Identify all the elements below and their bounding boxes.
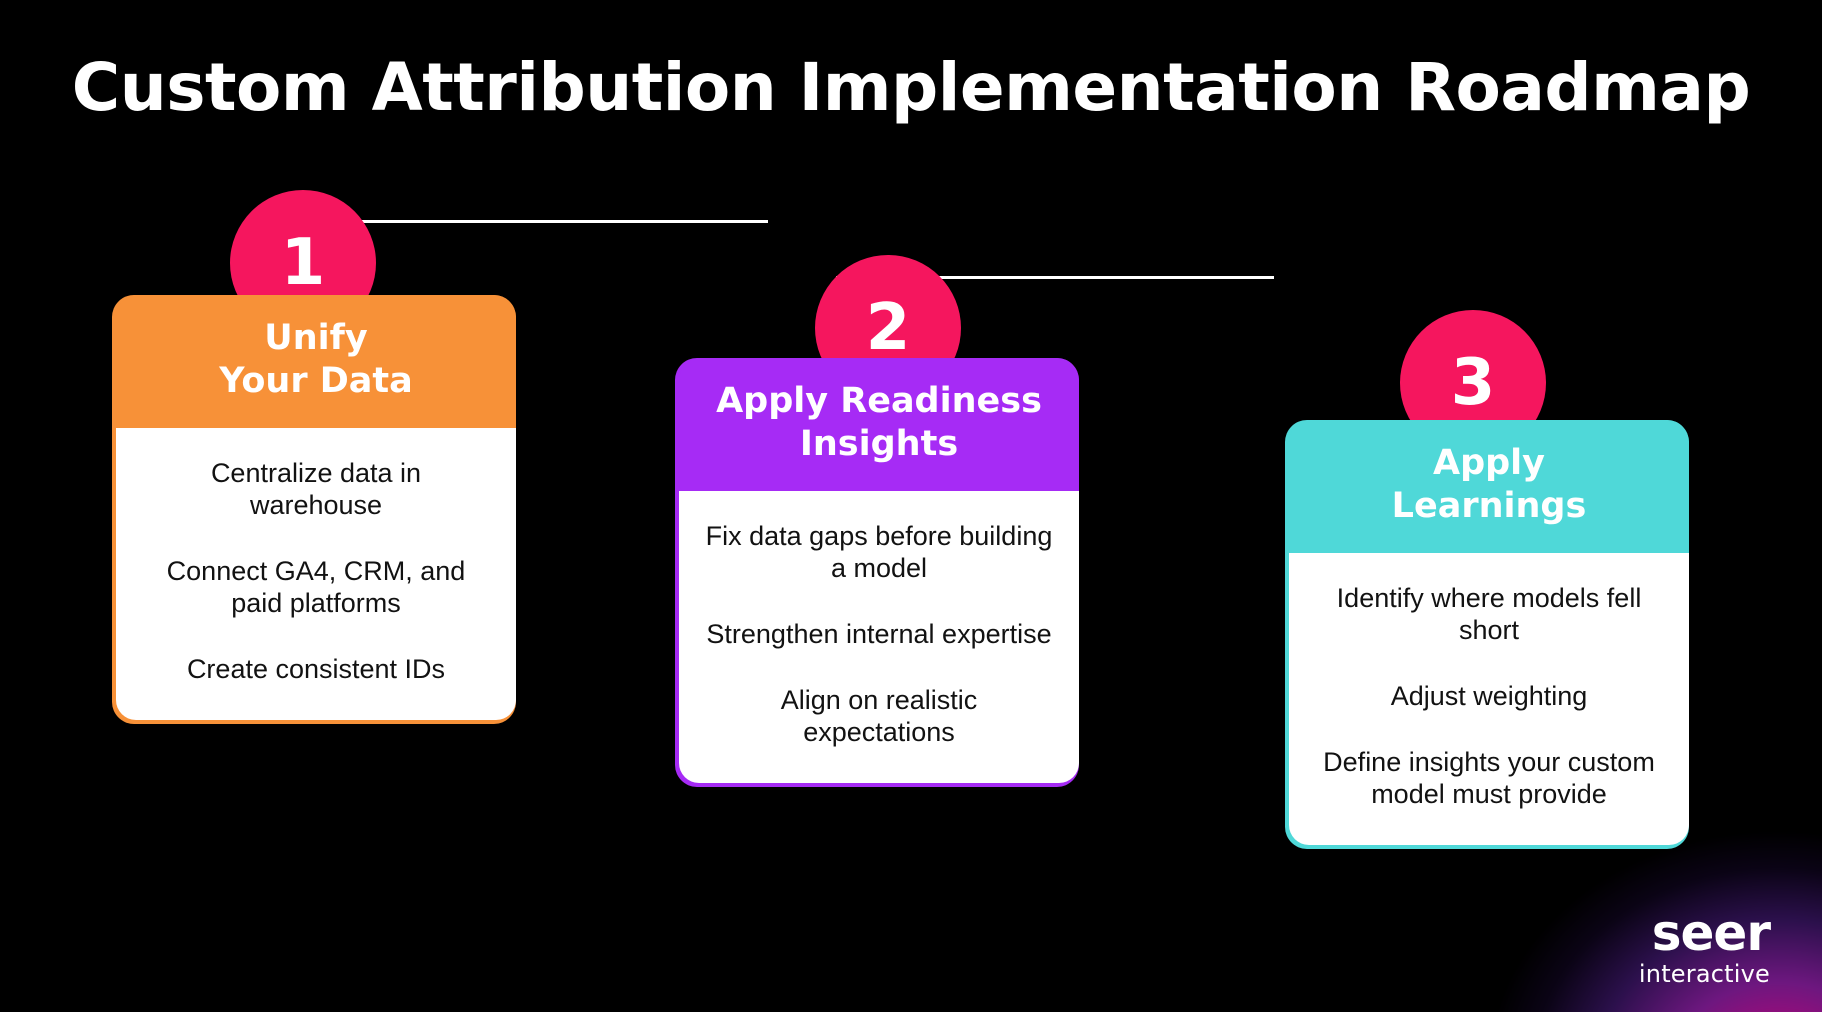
list-item: Centralize data in warehouse [210,458,422,521]
step-card-3-title-line-1: Apply [1432,443,1545,483]
step-card-3-body: Identify where models fell short Adjust … [1289,553,1689,845]
step-card-1-title-line-2: Your Data [219,360,413,401]
seer-interactive-logo: seer interactive [1638,904,1771,988]
step-card-3-title-line-2: Learnings [1391,485,1587,526]
step-number-1: 1 [280,226,326,300]
logo-primary-text: seer [1651,904,1771,962]
list-item: Strengthen internal expertise [706,619,1052,650]
step-number-2: 2 [865,291,911,365]
list-item: Align on realistic expectations [780,684,978,747]
step-card-1-header: Unify Your Data [116,295,516,429]
step-card-2-body: Fix data gaps before building a model St… [679,491,1079,783]
list-item: Connect GA4, CRM, and paid platforms [166,556,466,618]
list-item: Identify where models fell short [1336,583,1642,646]
step-card-1-body: Centralize data in warehouse Connect GA4… [116,428,516,720]
list-item: Adjust weighting [1390,681,1588,712]
list-item: Define insights your custom model must p… [1323,746,1655,809]
connector-line-step2-step3 [836,276,1274,279]
list-item: Create consistent IDs [186,653,446,684]
step-card-2-title-line-1: Apply Readiness [716,381,1042,421]
step-card-1-title-line-1: Unify [264,318,368,358]
step-card-1: Unify Your Data Centralize data in wareh… [112,295,516,724]
page-title: Custom Attribution Implementation Roadma… [71,49,1751,126]
logo-secondary-text: interactive [1638,960,1770,988]
step-number-3: 3 [1450,346,1496,420]
step-card-2: Apply Readiness Insights Fix data gaps b… [675,358,1079,787]
connector-line-step1-step2 [330,220,768,223]
step-card-3-header: Apply Learnings [1289,420,1689,554]
step-card-2-header: Apply Readiness Insights [679,358,1079,492]
list-item: Fix data gaps before building a model [705,521,1053,584]
step-card-2-title-line-2: Insights [799,423,959,464]
step-card-3: Apply Learnings Identify where models fe… [1285,420,1689,849]
